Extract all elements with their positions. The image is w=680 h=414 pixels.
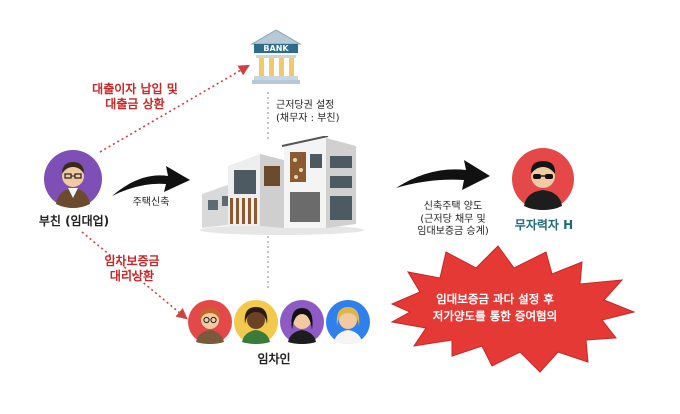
tenants-label: 임차인: [257, 352, 291, 366]
deposit-repay-line-2: 대리상환: [109, 269, 155, 283]
lien-setting-line-2: (채무자 : 부친): [276, 112, 340, 124]
tenant-avatar-1: [188, 300, 232, 344]
bank-sign: BANK: [263, 44, 289, 53]
transfer-line-2: (근저당 채무 및: [420, 213, 486, 225]
burst-line-2: 저가양도를 통한 증여혐의: [432, 308, 558, 323]
burst-line-1: 임대보증금 과다 설정 후: [436, 292, 554, 306]
loan-repay-arrow: [99, 64, 250, 153]
deposit-repay-line-1: 임차보증금: [104, 254, 160, 268]
burst-text: 임대보증금 과다 설정 후 저가양도를 통한 증여혐의: [392, 291, 598, 324]
loan-repay-label: 대출이자 납입 및 대출금 상환: [80, 82, 190, 112]
bank-icon: BANK: [250, 28, 302, 86]
person-h-avatar: [512, 148, 574, 210]
transfer-arrow: [396, 160, 490, 190]
build-arrow: [112, 166, 190, 196]
tenant-avatar-3: [280, 300, 324, 344]
father-label: 부친 (임대업): [38, 214, 110, 228]
loan-repay-line-2: 대출금 상환: [105, 97, 165, 111]
transfer-label: 신축주택 양도 (근저당 채무 및 임대보증금 승계): [398, 201, 508, 239]
person-h-label: 무자력자 H: [514, 218, 574, 232]
tenant-avatar-4: [326, 300, 370, 344]
build-house-label: 주택신축: [132, 197, 170, 208]
loan-repay-line-1: 대출이자 납입 및: [92, 82, 178, 96]
transfer-line-3: 임대보증금 승계): [417, 226, 489, 237]
lien-setting-line-1: 근저당권 설정: [276, 100, 335, 111]
deposit-repay-label: 임차보증금 대리상환: [92, 254, 172, 284]
lien-setting-label: 근저당권 설정 (채무자 : 부친): [276, 100, 366, 125]
warning-burst: [390, 245, 636, 373]
building-image: [196, 135, 364, 236]
father-avatar: [44, 150, 102, 208]
transfer-line-1: 신축주택 양도: [423, 201, 483, 212]
tenant-avatar-2: [234, 300, 278, 344]
